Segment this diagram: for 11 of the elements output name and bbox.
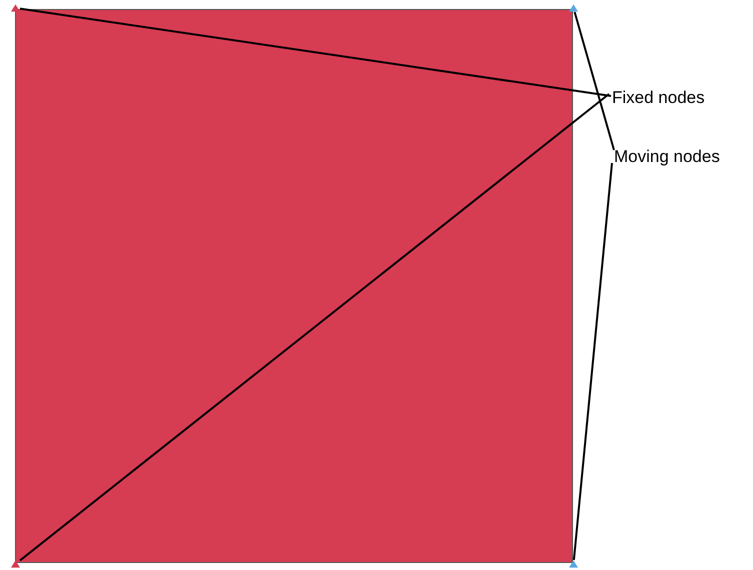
node-marker-icon: [11, 560, 20, 568]
node-marker-icon: [11, 4, 20, 12]
callout-label: Moving nodes: [614, 145, 720, 169]
leader-line: [19, 93, 610, 562]
leader-line: [20, 8, 612, 97]
square-plate: [15, 9, 573, 563]
leader-line: [572, 162, 613, 560]
leader-line: [574, 12, 615, 150]
node-marker-icon: [569, 4, 578, 12]
callout-label: Fixed nodes: [612, 86, 705, 110]
node-marker-icon: [569, 560, 578, 568]
